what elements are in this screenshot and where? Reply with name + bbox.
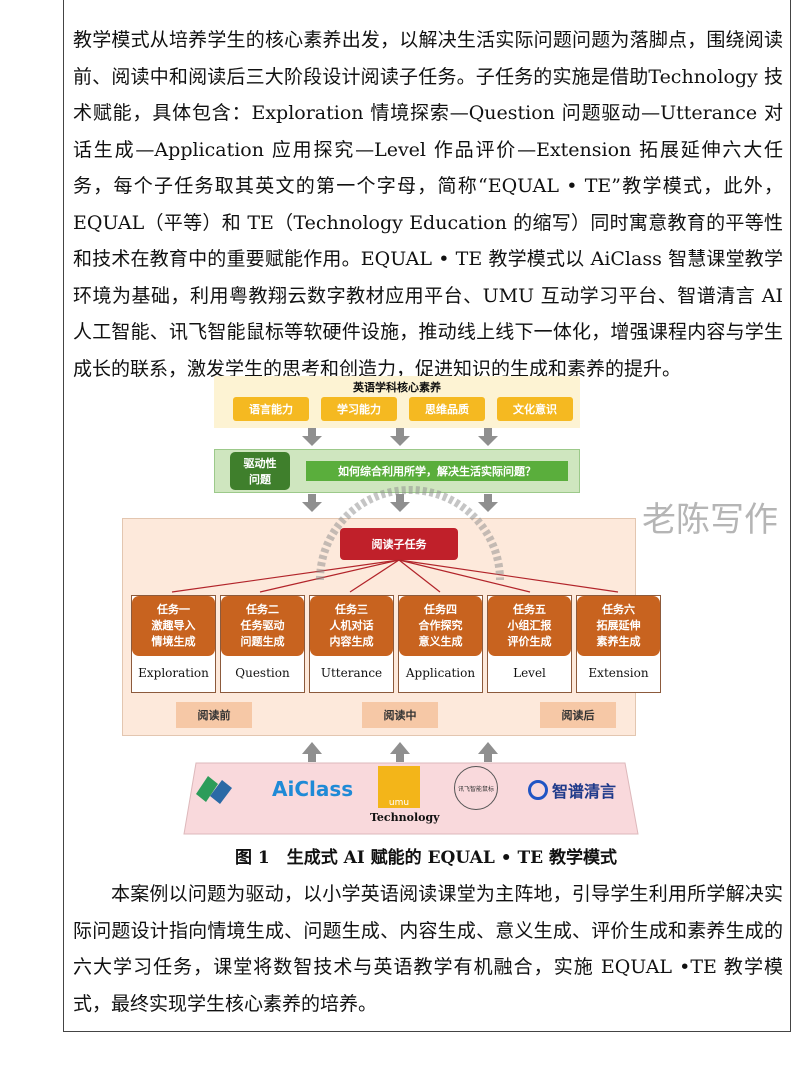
- task-english: Level: [513, 666, 546, 680]
- zhipu-logo-text: 智谱清言: [552, 782, 617, 801]
- task-text: 任务四: [424, 603, 457, 616]
- iflytek-mouse-logo: 讯飞智能鼠标: [454, 766, 498, 810]
- driving-question: 如何综合利用所学，解决生活实际问题？: [306, 461, 568, 481]
- technology-label: Technology: [370, 811, 440, 824]
- task-card: 任务四合作探究意义生成 Application: [398, 595, 483, 693]
- watermark-seal: [316, 486, 504, 581]
- body-paragraph: 本案例以问题为驱动，以小学英语阅读课堂为主阵地，引导学生利用所学解决实际问题设计…: [73, 883, 783, 1015]
- task-english: Extension: [588, 666, 649, 680]
- task-text: 意义生成: [418, 635, 463, 648]
- core-item: 文化意识: [497, 397, 573, 421]
- task-english: Application: [405, 666, 476, 680]
- umu-logo: umu: [378, 766, 420, 808]
- core-item: 思维品质: [409, 397, 485, 421]
- zhipu-icon: [528, 780, 548, 800]
- subtask-label: 阅读子任务: [340, 528, 458, 560]
- core-item: 语言能力: [233, 397, 309, 421]
- page-border: [63, 0, 791, 1032]
- task-title: 任务四合作探究意义生成: [399, 596, 482, 656]
- task-text: 评价生成: [507, 635, 552, 648]
- task-text: 拓展延伸: [596, 619, 641, 632]
- task-card: 任务六拓展延伸素养生成 Extension: [576, 595, 661, 693]
- task-text: 任务五: [513, 603, 546, 616]
- task-text: 任务三: [335, 603, 368, 616]
- task-text: 内容生成: [329, 635, 374, 648]
- task-card: 任务一激趣导入情境生成 Exploration: [131, 595, 216, 693]
- task-card: 任务二任务驱动问题生成 Question: [220, 595, 305, 693]
- gray-arrows: [183, 428, 639, 835]
- task-text: 素养生成: [596, 635, 641, 648]
- task-text: 人机对话: [329, 619, 374, 632]
- connector-lines: [171, 559, 619, 593]
- stage-label: 阅读前: [176, 702, 252, 728]
- stage-label: 阅读中: [362, 702, 438, 728]
- aiclass-logo: AiClass: [272, 777, 354, 801]
- task-text: 合作探究: [418, 619, 463, 632]
- figure-caption: 图 1 生成式 AI 赋能的 EQUAL • TE 教学模式: [234, 848, 618, 868]
- task-title: 任务六拓展延伸素养生成: [577, 596, 660, 656]
- body-paragraph: 教学模式从培养学生的核心素养出发，以解决生活实际问题问题为落脚点，围绕阅读前、阅…: [73, 29, 783, 380]
- driving-label: 驱动性问题: [230, 452, 290, 490]
- task-text: 任务一: [157, 603, 190, 616]
- task-english: Utterance: [320, 666, 383, 680]
- task-text: 任务六: [602, 603, 635, 616]
- task-card: 任务五小组汇报评价生成 Level: [487, 595, 572, 693]
- zhipu-logo: 智谱清言: [528, 778, 616, 802]
- task-title: 任务三人机对话内容生成: [310, 596, 393, 656]
- task-text: 情境生成: [151, 635, 196, 648]
- task-text: 小组汇报: [507, 619, 552, 632]
- task-text: 问题生成: [240, 635, 285, 648]
- task-text: 激趣导入: [151, 619, 196, 632]
- yuejiao-logo-icon: [196, 776, 232, 804]
- task-english: Question: [235, 666, 290, 680]
- task-text: 任务驱动: [240, 619, 285, 632]
- core-item: 学习能力: [321, 397, 397, 421]
- core-title: 英语学科核心素养: [353, 381, 441, 394]
- task-title: 任务一激趣导入情境生成: [132, 596, 215, 656]
- watermark: 老陈写作: [642, 500, 778, 540]
- task-title: 任务二任务驱动问题生成: [221, 596, 304, 656]
- task-card: 任务三人机对话内容生成 Utterance: [309, 595, 394, 693]
- task-english: Exploration: [138, 666, 209, 680]
- task-text: 任务二: [246, 603, 279, 616]
- task-title: 任务五小组汇报评价生成: [488, 596, 571, 656]
- stage-label: 阅读后: [540, 702, 616, 728]
